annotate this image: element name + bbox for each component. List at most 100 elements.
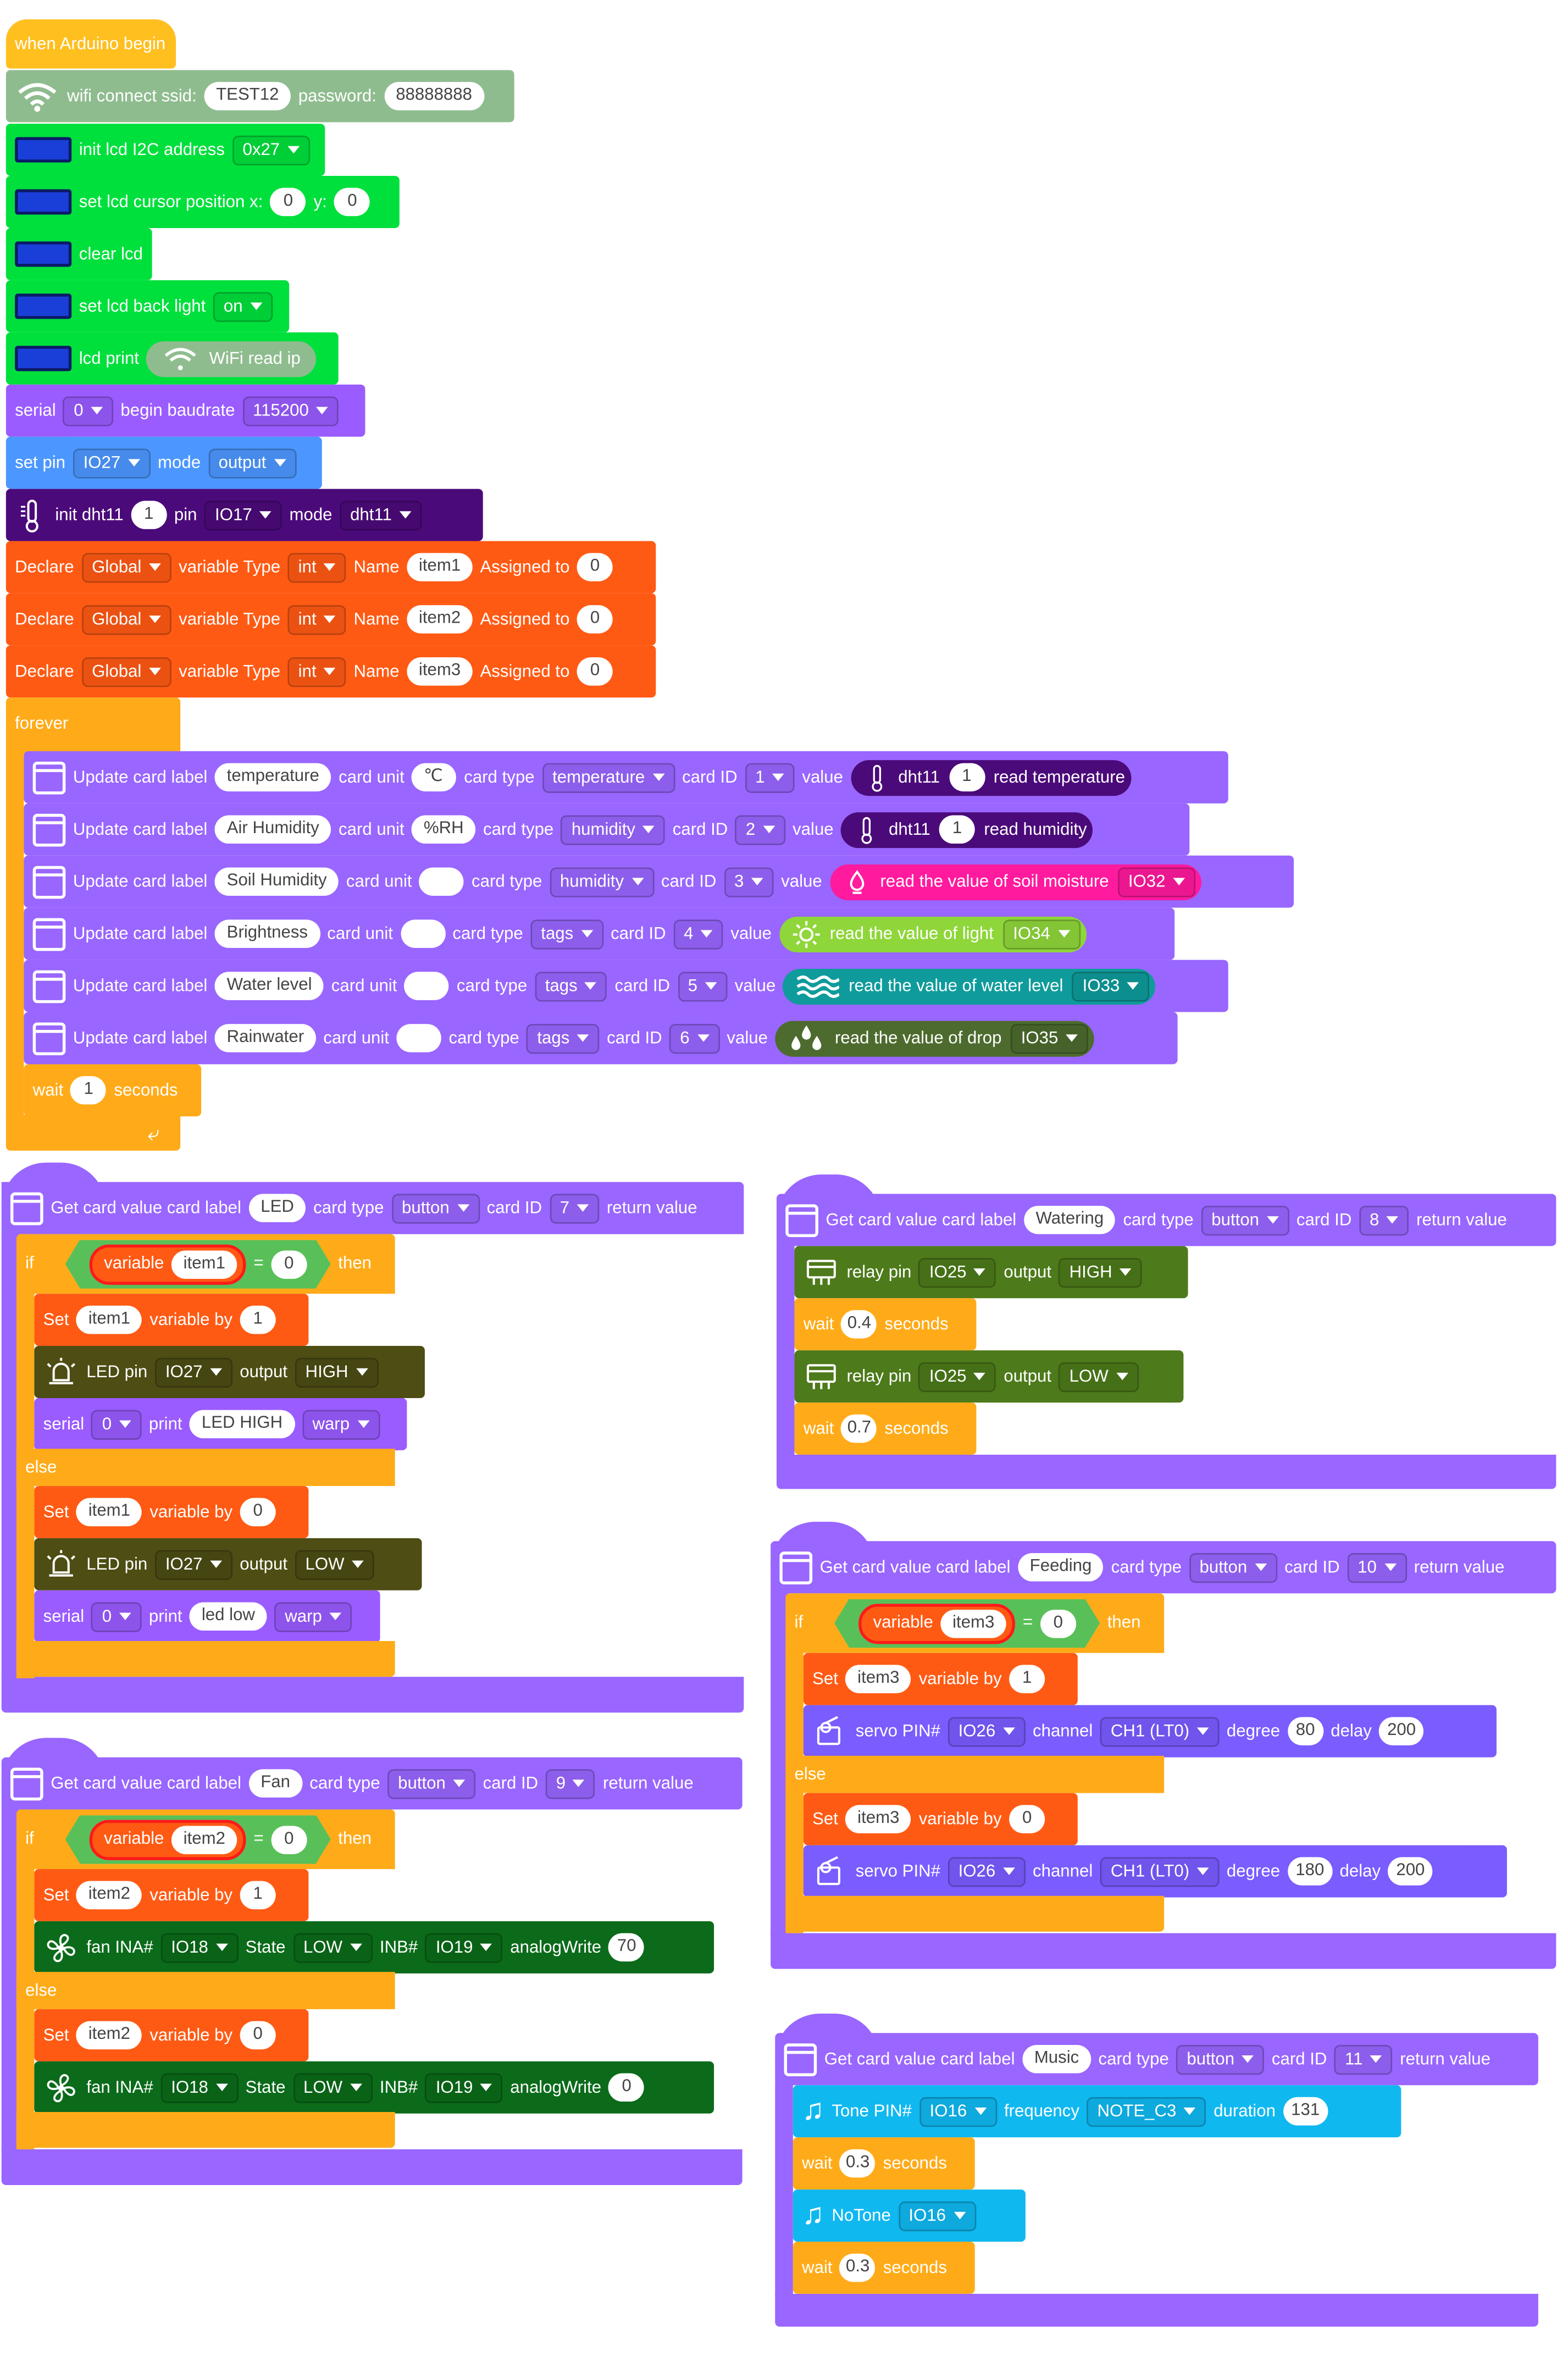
card-type-dropdown[interactable]: temperature (542, 762, 675, 792)
servo-block[interactable]: servo PIN# IO26 channel CH1 (LT0) degree… (803, 1705, 1497, 1758)
dht-mode-dropdown[interactable]: dht11 (340, 500, 422, 530)
card-label-input[interactable]: temperature (214, 763, 331, 792)
fan-card-header[interactable]: Get card value card label Fan card type … (1, 1757, 743, 1810)
type-dropdown[interactable]: int (287, 604, 346, 634)
ina-pin-dropdown[interactable]: IO18 (160, 1932, 239, 1963)
card-type-dropdown[interactable]: humidity (561, 814, 666, 845)
update-card-block[interactable]: Update card label Air Humidity card unit… (24, 803, 1190, 856)
tone-pin-dropdown[interactable]: IO16 (919, 2096, 997, 2126)
delay-input[interactable]: 200 (1388, 1857, 1433, 1886)
soil-pin-dropdown[interactable]: IO32 (1117, 867, 1195, 897)
led-pin-block[interactable]: LED pin IO27 output HIGH (34, 1346, 425, 1398)
card-type-dropdown[interactable]: button (391, 1193, 480, 1223)
serial-begin-block[interactable]: serial 0 begin baudrate 115200 (5, 384, 365, 437)
password-input[interactable]: 88888888 (384, 82, 484, 110)
variable-name-input[interactable]: item1 (76, 1305, 142, 1334)
card-unit-input[interactable] (404, 972, 450, 1000)
analogwrite-input[interactable]: 0 (608, 2073, 645, 2102)
compare-value-input[interactable]: 0 (271, 1825, 307, 1854)
forever-loop-block[interactable] (5, 697, 181, 755)
servo-pin-dropdown[interactable]: IO26 (948, 1716, 1026, 1747)
wait-block[interactable]: wait 0.4 seconds (794, 1298, 977, 1351)
card-id-dropdown[interactable]: 1 (745, 762, 795, 792)
declare-block[interactable]: Declare Global variable Type int Name it… (5, 645, 656, 698)
variable-value-input[interactable]: 1 (240, 1881, 276, 1910)
card-id-dropdown[interactable]: 7 (549, 1193, 600, 1223)
set-variable-block[interactable]: Set item3 variable by 1 (803, 1653, 1078, 1705)
music-card-header[interactable]: Get card value card label Music card typ… (775, 2033, 1538, 2086)
light-pin-dropdown[interactable]: IO34 (1002, 919, 1081, 949)
card-unit-input[interactable]: %RH (412, 815, 476, 844)
compare-value-input[interactable]: 0 (271, 1250, 307, 1278)
mode-dropdown[interactable]: output (208, 447, 296, 478)
channel-dropdown[interactable]: CH1 (LT0) (1100, 1716, 1220, 1747)
variable-value-input[interactable]: 1 (1009, 1665, 1045, 1693)
output-level-dropdown[interactable]: HIGH (295, 1357, 378, 1387)
led-pin-dropdown[interactable]: IO27 (154, 1357, 232, 1387)
ina-pin-dropdown[interactable]: IO18 (160, 2072, 239, 2103)
servo-pin-dropdown[interactable]: IO26 (948, 1856, 1026, 1887)
print-text-input[interactable]: led low (190, 1602, 267, 1631)
warp-dropdown[interactable]: warp (274, 1601, 352, 1632)
dht-temperature-reporter[interactable]: dht11 1 read temperature (850, 759, 1131, 795)
dht-number-input[interactable]: 1 (949, 763, 985, 792)
watering-card-header[interactable]: Get card value card label Watering card … (777, 1194, 1556, 1246)
card-label-input[interactable]: Feeding (1017, 1553, 1104, 1582)
scope-dropdown[interactable]: Global (81, 656, 171, 686)
wait-seconds-input[interactable]: 0.4 (841, 1310, 877, 1339)
variable-name-input[interactable]: item2 (407, 605, 473, 634)
card-label-input[interactable]: LED (248, 1194, 306, 1222)
inb-pin-dropdown[interactable]: IO19 (425, 1932, 503, 1963)
lcd-init-block[interactable]: init lcd I2C address 0x27 (5, 124, 325, 176)
wait-block[interactable]: wait 0.3 seconds (793, 2137, 975, 2190)
wait-seconds-input[interactable]: 1 (70, 1076, 107, 1105)
card-label-input[interactable]: Fan (248, 1769, 302, 1798)
set-variable-block[interactable]: Set item2 variable by 0 (34, 2009, 309, 2061)
relay-block[interactable]: relay pin IO25 output LOW (794, 1350, 1184, 1403)
water-pin-dropdown[interactable]: IO33 (1072, 971, 1150, 1001)
variable-name-input[interactable]: item1 (171, 1250, 237, 1278)
pin-dropdown[interactable]: IO27 (73, 447, 151, 478)
cursor-y-input[interactable]: 0 (334, 187, 370, 217)
variable-value-input[interactable]: 0 (240, 2021, 276, 2050)
dht-pin-dropdown[interactable]: IO17 (204, 500, 282, 530)
wait-seconds-input[interactable]: 0.3 (840, 2253, 876, 2282)
servo-block[interactable]: servo PIN# IO26 channel CH1 (LT0) degree… (803, 1845, 1507, 1898)
variable-name-input[interactable]: item2 (76, 2021, 142, 2050)
card-type-dropdown[interactable]: tags (527, 1023, 600, 1054)
card-label-input[interactable]: Soil Humidity (214, 867, 339, 896)
card-label-input[interactable]: Watering (1023, 1206, 1116, 1234)
baudrate-dropdown[interactable]: 115200 (242, 396, 339, 426)
set-variable-block[interactable]: Set item1 variable by 1 (34, 1294, 309, 1346)
tone-block[interactable]: ♫ Tone PIN# IO16 frequency NOTE_C3 durat… (793, 2085, 1401, 2138)
relay-block[interactable]: relay pin IO25 output HIGH (794, 1246, 1188, 1299)
lcd-clear-block[interactable]: clear lcd (5, 228, 152, 280)
card-unit-input[interactable]: ℃ (412, 763, 457, 792)
relay-pin-dropdown[interactable]: IO25 (918, 1361, 996, 1392)
card-type-dropdown[interactable]: tags (534, 971, 607, 1001)
dht-humidity-reporter[interactable]: dht11 1 read humidity (841, 811, 1093, 847)
channel-dropdown[interactable]: CH1 (LT0) (1100, 1856, 1220, 1887)
relay-pin-dropdown[interactable]: IO25 (918, 1257, 996, 1287)
drop-pin-dropdown[interactable]: IO35 (1010, 1023, 1088, 1054)
card-type-dropdown[interactable]: button (1176, 2044, 1265, 2074)
card-unit-input[interactable] (419, 867, 464, 896)
update-card-block[interactable]: Update card label temperature card unit … (24, 751, 1228, 803)
led-pin-dropdown[interactable]: IO27 (154, 1549, 232, 1579)
dht-number-input[interactable]: 1 (939, 815, 976, 844)
drop-sensor-reporter[interactable]: read the value of drop IO35 (775, 1020, 1094, 1056)
set-variable-block[interactable]: Set item2 variable by 1 (34, 1869, 309, 1921)
cursor-x-input[interactable]: 0 (270, 187, 306, 217)
output-level-dropdown[interactable]: HIGH (1059, 1257, 1142, 1287)
notone-block[interactable]: ♫ NoTone IO16 (793, 2189, 1026, 2242)
output-level-dropdown[interactable]: LOW (295, 1549, 374, 1579)
declare-block[interactable]: Declare Global variable Type int Name it… (5, 593, 656, 646)
card-label-input[interactable]: Rainwater (214, 1024, 316, 1052)
compare-value-input[interactable]: 0 (1040, 1609, 1076, 1638)
serial-port-dropdown[interactable]: 0 (91, 1409, 142, 1439)
